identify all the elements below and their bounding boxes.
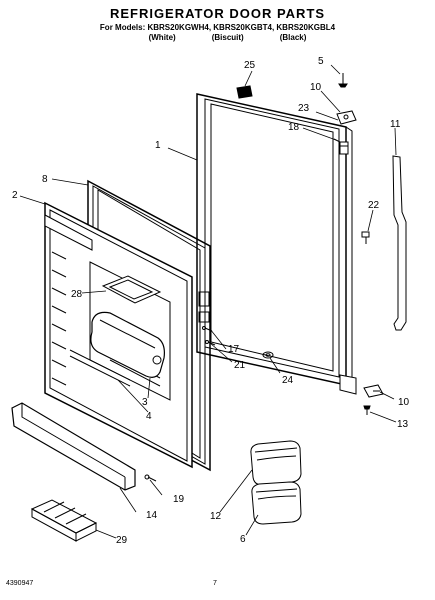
diagram-title: REFRIGERATOR DOOR PARTS <box>109 6 326 21</box>
shelf-ribs <box>51 251 67 386</box>
callout-23: 23 <box>298 103 310 114</box>
bottom-hinge-parts <box>363 384 384 415</box>
color-list: (White) (Biscuit) (Black) <box>0 33 435 42</box>
callout-10-top: 10 <box>310 82 322 93</box>
utility-bin-6 <box>251 481 302 525</box>
leader-lines <box>19 64 397 539</box>
dairy-door <box>90 311 165 378</box>
color-biscuit: (Biscuit) <box>211 33 244 42</box>
callout-11: 11 <box>390 119 401 130</box>
screw-19 <box>144 474 157 482</box>
hinge-pin-22 <box>361 231 370 244</box>
label-25 <box>236 85 253 99</box>
model-list: For Models: KBRS20KGWH4, KBRS20KGBT4, KB… <box>99 23 336 32</box>
egg-tray <box>30 499 98 542</box>
butter-compartment <box>101 275 162 304</box>
grommet-24 <box>262 351 274 359</box>
callout-14: 14 <box>146 510 158 521</box>
callout-22: 22 <box>368 200 380 211</box>
utility-bin-12 <box>250 440 302 486</box>
door-outer-panel <box>196 93 357 395</box>
callout-13: 13 <box>397 419 409 430</box>
callout-3: 3 <box>142 397 148 408</box>
door-stop-rod <box>392 155 407 331</box>
callout-5: 5 <box>318 56 324 67</box>
door-bin-lower <box>11 402 136 491</box>
callout-8: 8 <box>42 174 48 185</box>
color-white: (White) <box>148 33 176 42</box>
callout-17: 17 <box>228 344 240 355</box>
callout-4: 4 <box>146 411 152 422</box>
callout-25: 25 <box>244 60 256 71</box>
callout-19: 19 <box>173 494 185 505</box>
callout-labels: 25 5 10 23 18 11 1 8 2 22 28 17 21 24 3 … <box>12 56 410 546</box>
callout-12: 12 <box>210 511 222 522</box>
diagram-header: REFRIGERATOR DOOR PARTS For Models: KBRS… <box>0 6 435 42</box>
part-number: 4390947 <box>6 580 34 587</box>
callout-1: 1 <box>155 140 161 151</box>
callout-21: 21 <box>234 360 246 371</box>
page-number: 7 <box>213 580 217 587</box>
callout-2: 2 <box>12 190 18 201</box>
callout-18: 18 <box>288 122 300 133</box>
callout-24: 24 <box>282 375 294 386</box>
color-black: (Black) <box>279 33 307 42</box>
callout-6: 6 <box>240 534 246 545</box>
callout-28: 28 <box>71 289 83 300</box>
top-hinge-parts <box>333 73 357 155</box>
callout-10-bottom: 10 <box>398 397 410 408</box>
callout-29: 29 <box>116 535 128 546</box>
